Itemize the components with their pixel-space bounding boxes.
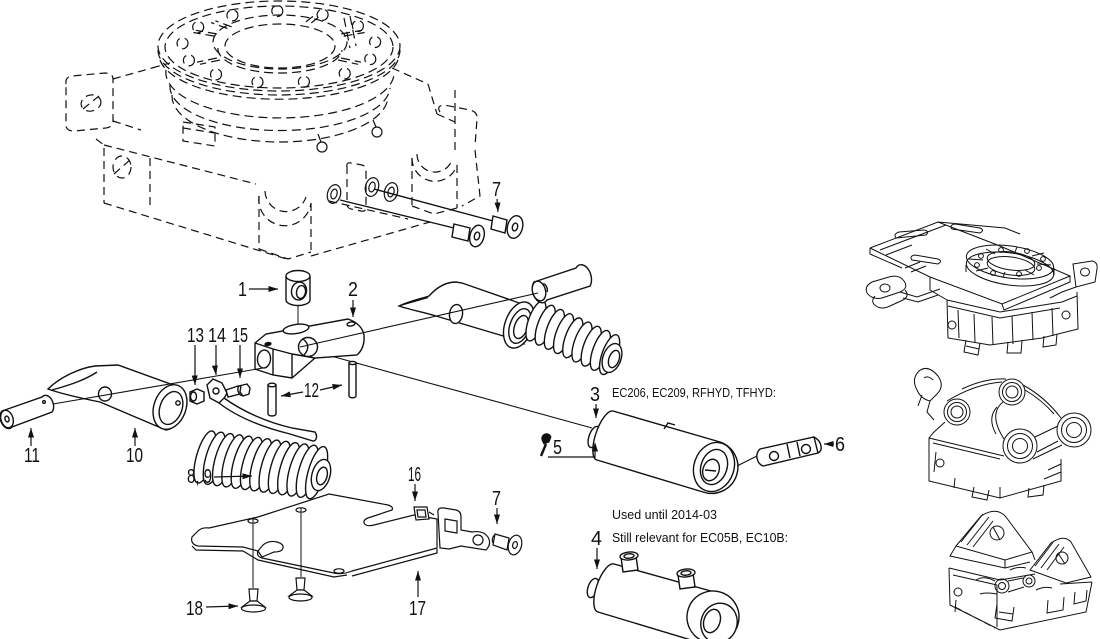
svg-text:3: 3 (590, 384, 600, 406)
svg-text:Used until 2014-03: Used until 2014-03 (612, 507, 717, 522)
svg-text:EC206, EC209, RFHYD, TFHYD:: EC206, EC209, RFHYD, TFHYD: (612, 385, 776, 400)
svg-text:18: 18 (186, 598, 203, 620)
svg-text:8, 9: 8, 9 (187, 466, 212, 488)
svg-text:13: 13 (187, 325, 204, 347)
svg-text:17: 17 (409, 598, 426, 620)
svg-text:10: 10 (126, 445, 143, 467)
svg-text:14: 14 (208, 325, 226, 347)
svg-text:11: 11 (24, 445, 40, 467)
svg-text:1: 1 (238, 279, 247, 301)
svg-text:7: 7 (492, 488, 501, 510)
svg-text:4: 4 (591, 528, 602, 550)
svg-text:15: 15 (232, 325, 248, 347)
svg-text:12: 12 (304, 380, 319, 402)
svg-text:Still relevant for EC05B, EC10: Still relevant for EC05B, EC10B: (612, 530, 788, 545)
svg-text:6: 6 (835, 434, 845, 456)
svg-text:16: 16 (408, 464, 421, 486)
svg-text:2: 2 (348, 279, 358, 301)
svg-text:7: 7 (492, 179, 501, 201)
svg-text:5: 5 (553, 437, 562, 459)
